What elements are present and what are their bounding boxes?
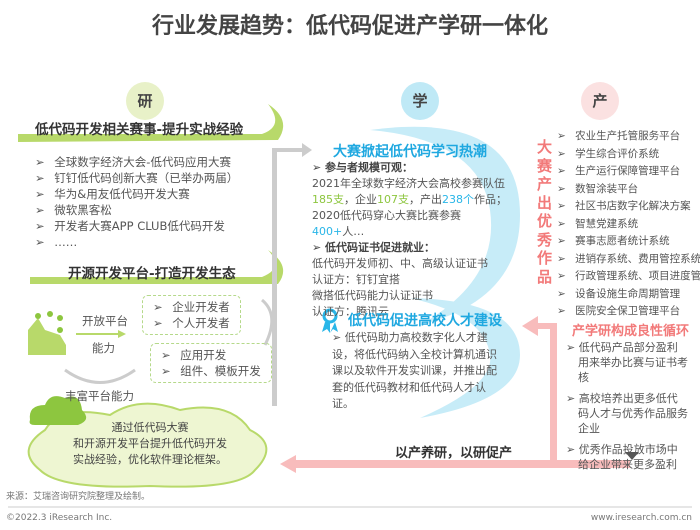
talent-text: ➢ 低代码助力高校数字化人才建设，将低代码纳入全校计算机通识课以及软件开发实训课… — [332, 331, 497, 410]
vertical-heading: 大赛产出优秀作品 — [537, 138, 553, 286]
slogan: 以产养研，以研促产 — [395, 446, 513, 461]
pink-arrow-up-left — [522, 316, 538, 336]
blue-crescent-2 — [410, 298, 520, 418]
list-item: 赛事志愿者统计系统 — [557, 233, 700, 251]
yan-heading-open-platform: 开源开发平台-打造开发生态 — [68, 266, 236, 282]
dev-types-box: 应用开发 组件、模板开发 — [150, 343, 272, 383]
list-item: 开发者大赛APP CLUB低代码开发 — [35, 218, 238, 234]
list-item: 微软黑客松 — [35, 202, 238, 218]
list-item: 生产运行保障管理平台 — [557, 163, 700, 181]
competition-list: 全球数字经济大会-低代码应用大赛 钉钉低代码创新大赛（已举办两届） 华为&用友低… — [35, 154, 238, 250]
green-bar-2 — [30, 250, 284, 284]
down-triangle-icon — [625, 452, 639, 460]
list-item: 智慧党建系统 — [557, 216, 700, 234]
cert-subheading: 低代码证书促进就业： — [325, 241, 436, 254]
list-item: 数智涂装平台 — [557, 181, 700, 199]
list-item: …… — [35, 234, 238, 250]
xue-heading-talent: 低代码促进高校人才建设 — [348, 313, 502, 329]
open-platform-label: 开放平台 — [82, 314, 128, 328]
list-item: 社区书店数字化解决方案 — [557, 198, 700, 216]
source-note: 来源：艾瑞咨询研究院整理及绘制。 — [6, 492, 151, 502]
ribbon-award-icon — [322, 308, 338, 333]
list-item: ➢ 高校培养出更多低代码人才与优秀作品服务企业 — [566, 392, 688, 435]
cert-line: 低代码开发师初、中、高级认证证书 — [312, 257, 488, 270]
xue-badge: 学 — [401, 82, 439, 120]
pink-arrow-left — [280, 455, 296, 473]
participants-subheading: 参与者规模可观： — [325, 161, 414, 174]
list-item: 华为&用友低代码开发大赛 — [35, 186, 238, 202]
list-item: 农业生产托管服务平台 — [557, 128, 700, 146]
green-bar-1 — [18, 104, 284, 142]
chan-badge: 产 — [581, 82, 619, 120]
list-item: ➢ 低代码产品部分盈利用来举办比赛与证书考核 — [566, 341, 688, 384]
cert-line: 微搭低代码能力认证证书 — [312, 289, 433, 302]
pink-bar — [292, 460, 630, 468]
gray-arrow — [277, 143, 312, 157]
ability-label: 能力 — [92, 341, 115, 355]
list-item: 医院安全保卫管理平台 — [557, 303, 700, 321]
cloud-line: 通过低代码大赛 — [111, 421, 189, 434]
platform-hand-icon — [28, 311, 66, 355]
list-item: 应用开发 — [161, 347, 261, 363]
list-item: 学生综合评价系统 — [557, 146, 700, 164]
works-list: 农业生产托管服务平台 学生综合评价系统 生产运行保障管理平台 数智涂装平台 社区… — [557, 128, 700, 321]
pink-vertical — [550, 323, 557, 466]
cycle-list: ➢ 低代码产品部分盈利用来举办比赛与证书考核 ➢ 高校培养出更多低代码人才与优秀… — [566, 340, 688, 472]
website-link[interactable]: www.iresearch.com.cn — [590, 513, 692, 523]
copyright: ©2022.3 iResearch Inc. — [6, 513, 113, 523]
gray-vertical-line — [272, 148, 277, 406]
list-item: 行政管理系统、项目进度管理 — [557, 268, 700, 286]
cert-line: 认证方：钉钉宜搭 — [312, 273, 400, 286]
developers-box: 企业开发者 个人开发者 — [142, 295, 241, 335]
list-item: 设备设施生命周期管理 — [557, 286, 700, 304]
blue-crescent-1 — [370, 126, 520, 325]
list-item: 进销存系统、费用管控系统 — [557, 251, 700, 269]
list-item: 全球数字经济大会-低代码应用大赛 — [35, 154, 238, 170]
cloud-line: 实战经验，优化软件理论框架。 — [73, 453, 227, 466]
rich-platform-label: 丰富平台能力 — [65, 389, 134, 403]
participants-text: 2021年全球数字经济大会高校参赛队伍185支，企业107支，产出238个作品；… — [312, 177, 507, 238]
list-item: 组件、模板开发 — [161, 363, 261, 379]
list-item: 个人开发者 — [153, 315, 230, 331]
yan-heading-competitions: 低代码开发相关赛事-提升实战经验 — [35, 122, 244, 138]
cloud-shape — [27, 396, 268, 488]
cloud-line: 和开源开发平台提升低代码开发 — [73, 437, 227, 450]
cert-line: 认证方：腾讯云 — [312, 305, 389, 318]
cloud-text: 通过低代码大赛 和开源开发平台提升低代码开发 实战经验，优化软件理论框架。 — [40, 420, 260, 468]
xue-heading-learning: 大赛掀起低代码学习热潮 — [333, 144, 487, 160]
list-item: 企业开发者 — [153, 299, 230, 315]
page-title: 行业发展趋势：低代码促进产学研一体化 — [151, 14, 548, 39]
cycle-heading: 产学研构成良性循环 — [572, 324, 690, 339]
yan-badge: 研 — [126, 82, 164, 120]
list-item: 钉钉低代码创新大赛（已举办两届） — [35, 170, 238, 186]
list-item: ➢ 优秀作品投放市场中给企业带来更多盈利 — [566, 443, 678, 471]
xue-participants: ➢ 参与者规模可观： 2021年全球数字经济大会高校参赛队伍185支，企业107… — [312, 160, 512, 320]
talent-paragraph: 低代码助力高校数字化人才建设，将低代码纳入全校计算机通识课以及软件开发实训课，并… — [332, 331, 497, 410]
arrow-right-icon — [118, 330, 126, 338]
